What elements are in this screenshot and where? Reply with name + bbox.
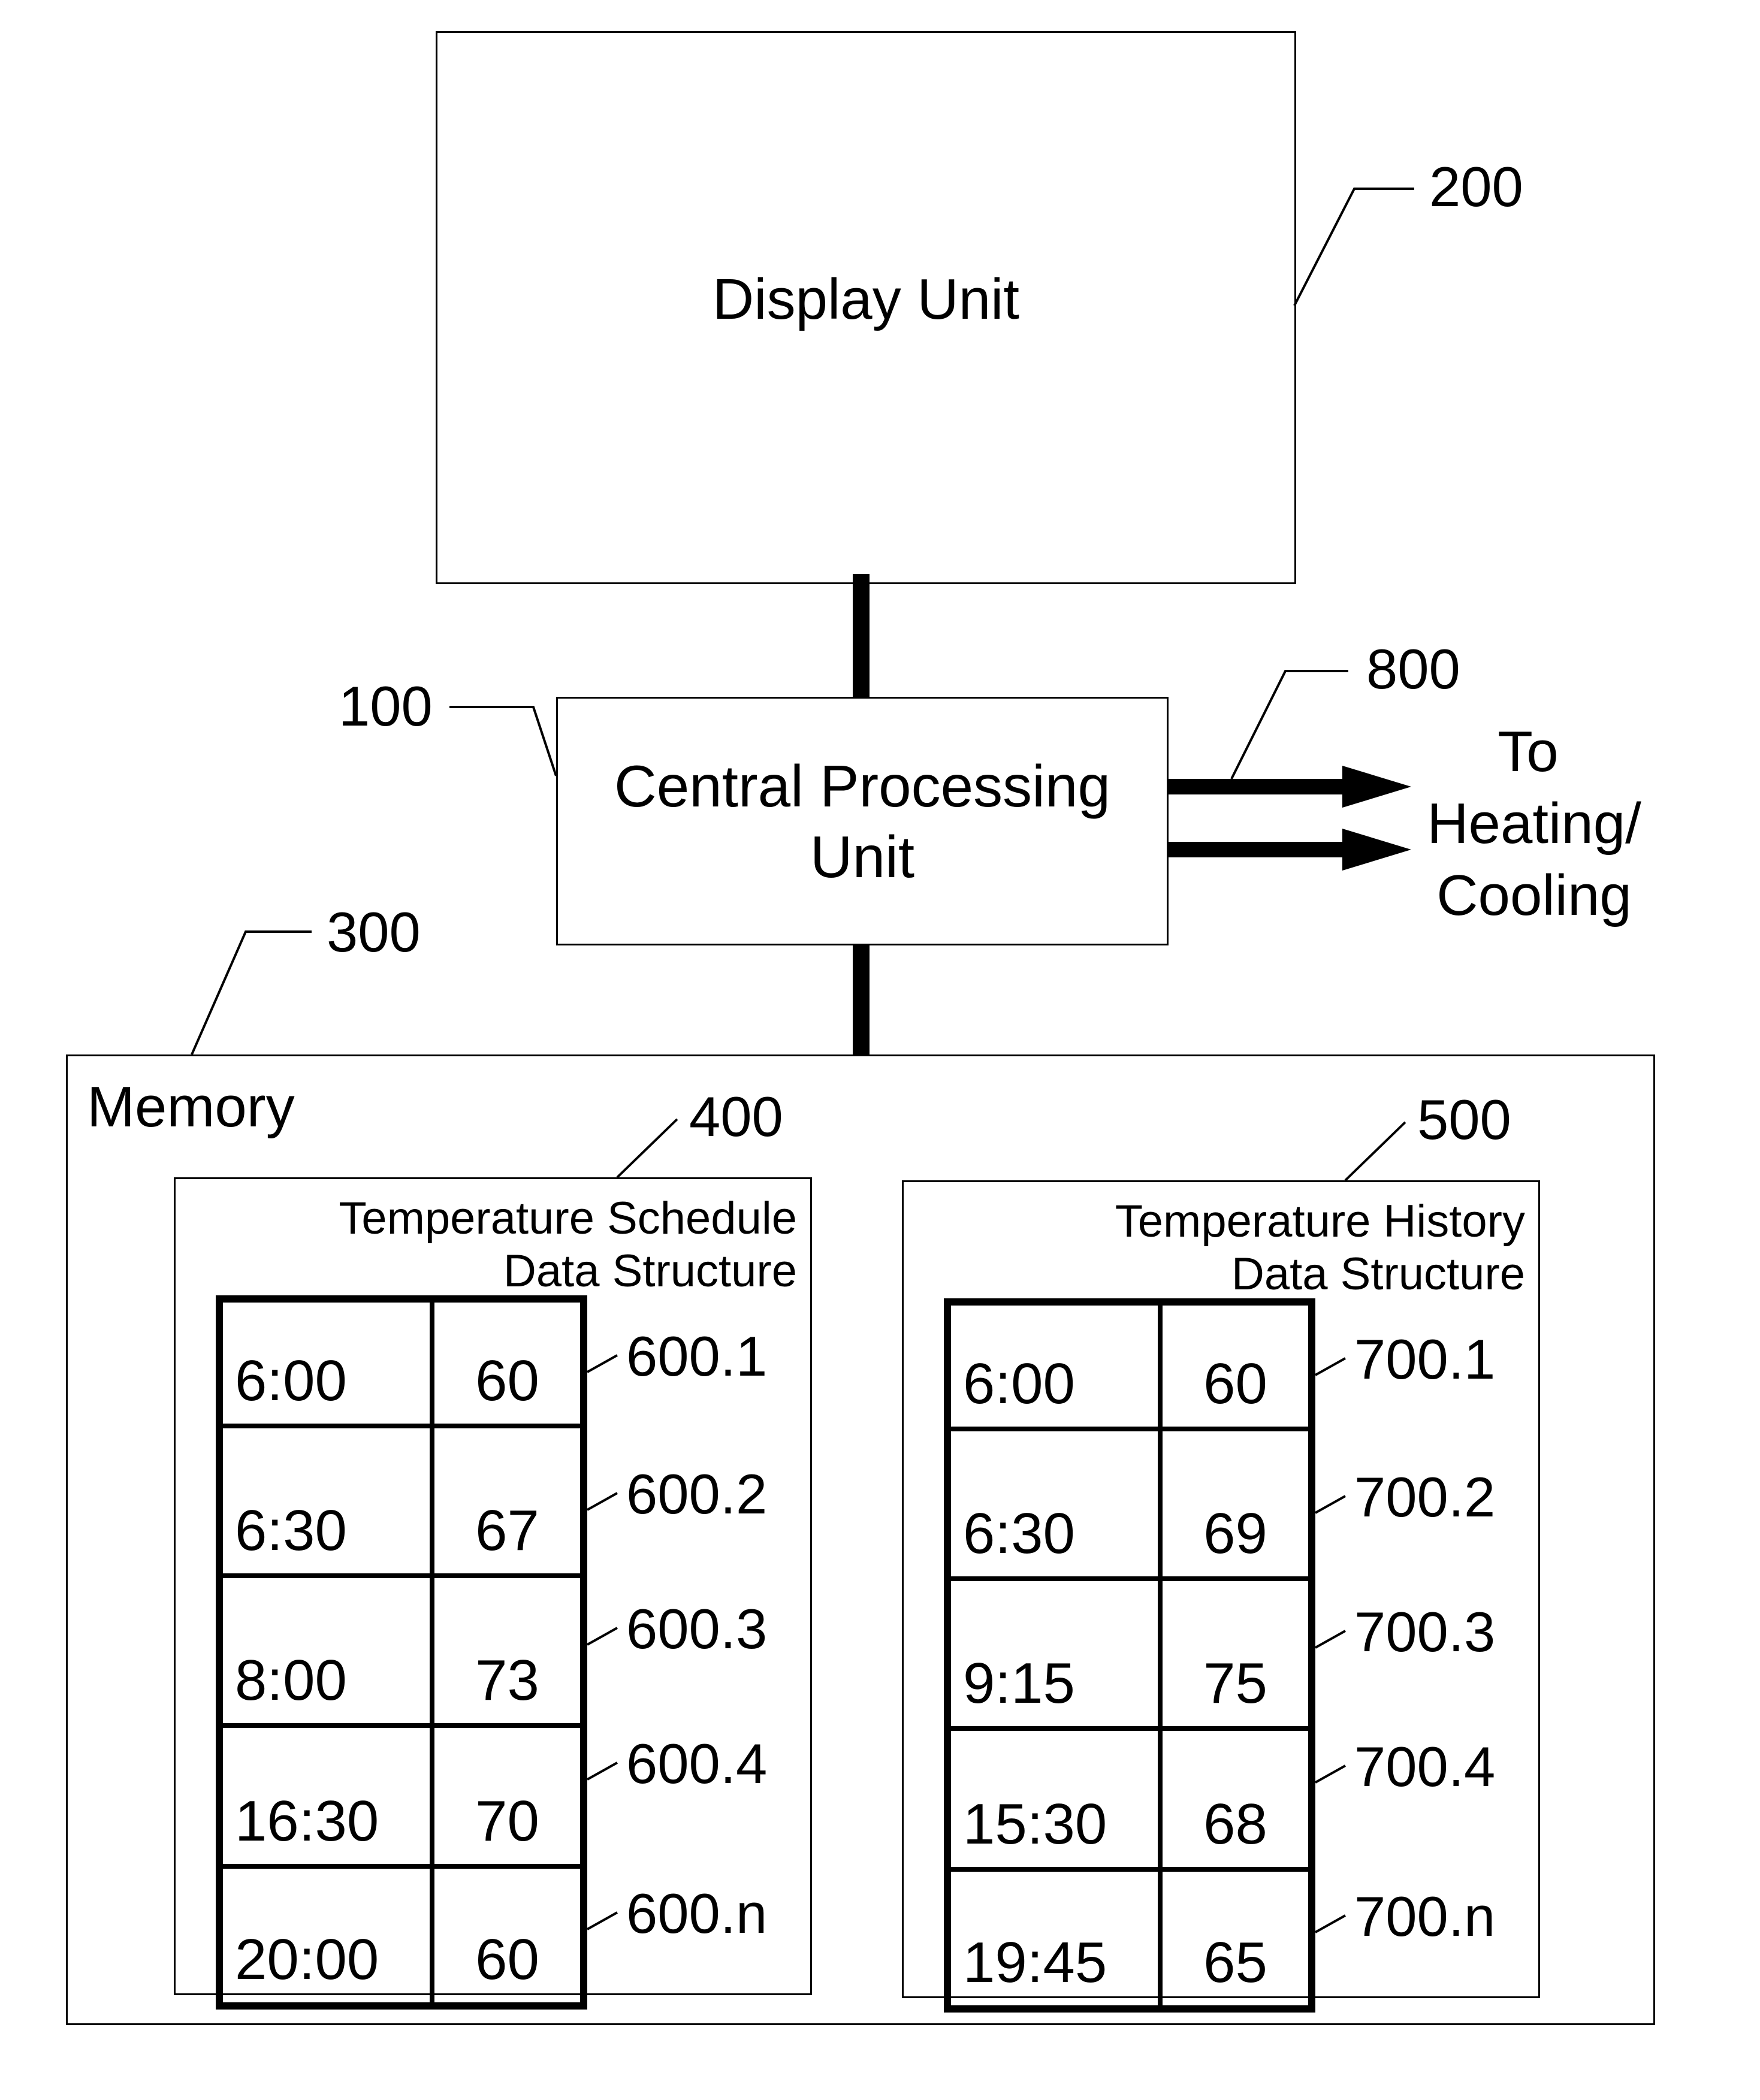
history-temp-cell: 75 bbox=[1160, 1579, 1312, 1729]
cpu-label-line2: Unit bbox=[558, 823, 1167, 891]
output-ref: 800 bbox=[1366, 637, 1460, 702]
schedule-title-line1: Temperature Schedule bbox=[339, 1192, 797, 1244]
history-row-ref: 700.3 bbox=[1354, 1600, 1495, 1664]
history-row: 9:15 75 bbox=[947, 1579, 1312, 1729]
schedule-row-ref: 600.2 bbox=[626, 1462, 767, 1527]
history-temp-cell: 60 bbox=[1160, 1302, 1312, 1429]
history-row-ref: 700.n bbox=[1354, 1884, 1495, 1949]
schedule-time-cell: 8:00 bbox=[219, 1576, 432, 1726]
memory-leader bbox=[192, 932, 312, 1054]
cpu-label-line1: Central Processing bbox=[558, 753, 1167, 820]
history-time-cell: 19:45 bbox=[947, 1869, 1160, 2009]
schedule-ref: 400 bbox=[689, 1084, 783, 1149]
history-table: 6:00 60 6:30 69 9:15 75 15:30 68 19:45 6… bbox=[944, 1298, 1315, 2013]
history-row-ref: 700.2 bbox=[1354, 1465, 1495, 1530]
display-cpu-connector bbox=[853, 574, 870, 703]
history-time-cell: 15:30 bbox=[947, 1729, 1160, 1869]
history-ref: 500 bbox=[1417, 1087, 1511, 1152]
schedule-row-ref: 600.n bbox=[626, 1881, 767, 1946]
schedule-temp-cell: 73 bbox=[432, 1576, 584, 1726]
schedule-title-line2: Data Structure bbox=[503, 1245, 797, 1297]
history-temp-cell: 68 bbox=[1160, 1729, 1312, 1869]
display-unit-box: Display Unit bbox=[436, 31, 1296, 584]
display-unit-ref: 200 bbox=[1429, 155, 1523, 219]
schedule-time-cell: 6:00 bbox=[219, 1299, 432, 1426]
schedule-temp-cell: 60 bbox=[432, 1299, 584, 1426]
history-temp-cell: 65 bbox=[1160, 1869, 1312, 2009]
schedule-row: 6:00 60 bbox=[219, 1299, 584, 1426]
schedule-row-ref: 600.1 bbox=[626, 1324, 767, 1389]
output-label-line2: Heating/ bbox=[1408, 791, 1660, 857]
history-title-line1: Temperature History bbox=[1115, 1195, 1525, 1247]
output-label-line3: Cooling bbox=[1408, 863, 1660, 929]
history-row: 6:00 60 bbox=[947, 1302, 1312, 1429]
history-title-line2: Data Structure bbox=[1231, 1248, 1525, 1300]
schedule-time-cell: 16:30 bbox=[219, 1726, 432, 1866]
output-arrow-lower-shaft bbox=[1169, 842, 1348, 857]
history-time-cell: 6:30 bbox=[947, 1429, 1160, 1579]
cpu-ref: 100 bbox=[339, 674, 433, 739]
schedule-row-ref: 600.3 bbox=[626, 1597, 767, 1661]
cpu-leader bbox=[449, 707, 556, 776]
output-leader bbox=[1231, 671, 1348, 779]
memory-label: Memory bbox=[87, 1074, 295, 1140]
output-arrow-lower-head bbox=[1342, 829, 1411, 871]
schedule-temp-cell: 60 bbox=[432, 1866, 584, 2006]
history-row-ref: 700.4 bbox=[1354, 1735, 1495, 1799]
schedule-row: 6:30 67 bbox=[219, 1426, 584, 1576]
schedule-row: 8:00 73 bbox=[219, 1576, 584, 1726]
output-arrow-upper-head bbox=[1342, 766, 1411, 808]
history-row: 19:45 65 bbox=[947, 1869, 1312, 2009]
cpu-box: Central Processing Unit bbox=[556, 697, 1169, 945]
schedule-row: 20:00 60 bbox=[219, 1866, 584, 2006]
schedule-time-cell: 6:30 bbox=[219, 1426, 432, 1576]
output-label-line1: To bbox=[1426, 719, 1630, 785]
output-arrow-upper-shaft bbox=[1169, 779, 1348, 794]
schedule-table: 6:00 60 6:30 67 8:00 73 16:30 70 20:00 6… bbox=[216, 1295, 587, 2010]
schedule-temp-cell: 70 bbox=[432, 1726, 584, 1866]
history-time-cell: 9:15 bbox=[947, 1579, 1160, 1729]
memory-ref: 300 bbox=[327, 900, 421, 965]
cpu-memory-connector bbox=[853, 939, 870, 1066]
history-row: 6:30 69 bbox=[947, 1429, 1312, 1579]
display-unit-leader bbox=[1294, 189, 1414, 306]
history-row-ref: 700.1 bbox=[1354, 1327, 1495, 1392]
history-time-cell: 6:00 bbox=[947, 1302, 1160, 1429]
history-row: 15:30 68 bbox=[947, 1729, 1312, 1869]
history-temp-cell: 69 bbox=[1160, 1429, 1312, 1579]
schedule-row: 16:30 70 bbox=[219, 1726, 584, 1866]
schedule-temp-cell: 67 bbox=[432, 1426, 584, 1576]
schedule-row-ref: 600.4 bbox=[626, 1732, 767, 1796]
display-unit-label: Display Unit bbox=[437, 267, 1294, 333]
schedule-time-cell: 20:00 bbox=[219, 1866, 432, 2006]
